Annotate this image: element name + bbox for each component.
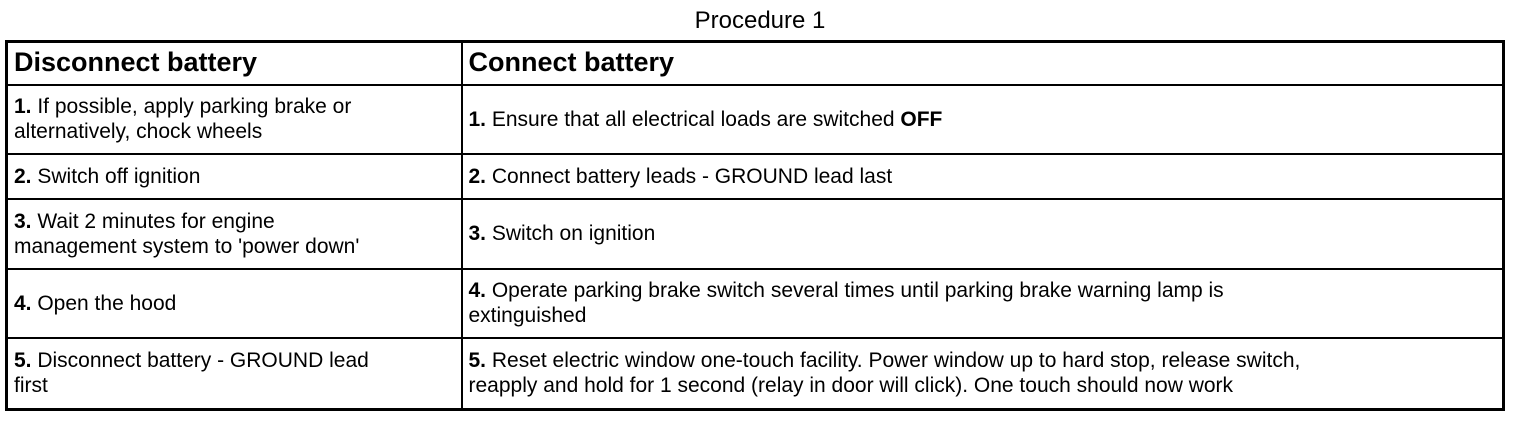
step-text: If possible, apply parking brake or alte… <box>14 95 352 143</box>
step-cell-disconnect-5: 5. Disconnect battery - GROUND lead firs… <box>5 336 463 411</box>
step-text-bold: OFF <box>900 107 943 131</box>
step-number: 2. <box>468 164 487 188</box>
step-text: Switch off ignition <box>31 164 201 188</box>
step-text: Open the hood <box>31 291 177 315</box>
table-row: 1. If possible, apply parking brake or a… <box>5 83 1505 155</box>
column-header-disconnect-battery: Disconnect battery <box>5 40 463 86</box>
step-cell-disconnect-1: 1. If possible, apply parking brake or a… <box>5 83 463 155</box>
step-text: Connect battery leads - GROUND lead last <box>486 164 893 188</box>
step-cell-disconnect-2: 2. Switch off ignition <box>5 152 463 200</box>
table-row: 5. Disconnect battery - GROUND lead firs… <box>5 336 1505 411</box>
step-text: Ensure that all electrical loads are swi… <box>486 107 901 131</box>
step-number: 1. <box>14 95 32 118</box>
step-text: Reset electric window one-touch facility… <box>468 349 1301 398</box>
step-number: 5. <box>14 349 32 373</box>
step-text: Operate parking brake switch several tim… <box>468 279 1224 327</box>
column-header-connect-battery: Connect battery <box>460 40 1505 86</box>
table-row: 2. Switch off ignition 2. Connect batter… <box>5 152 1505 200</box>
step-text: Wait 2 minutes for engine management sys… <box>14 209 360 258</box>
step-cell-connect-4: 4. Operate parking brake switch several … <box>460 267 1505 339</box>
step-number: 3. <box>14 209 32 233</box>
table-header-row: Disconnect battery Connect battery <box>5 40 1505 86</box>
page-title: Procedure 1 <box>694 7 826 34</box>
step-text: Disconnect battery - GROUND lead first <box>14 349 369 398</box>
step-number: 3. <box>468 222 487 245</box>
step-number: 4. <box>468 279 487 302</box>
table-row: 3. Wait 2 minutes for engine management … <box>5 197 1505 270</box>
step-cell-connect-3: 3. Switch on ignition <box>460 197 1505 270</box>
step-cell-disconnect-3: 3. Wait 2 minutes for engine management … <box>5 197 463 270</box>
step-number: 2. <box>14 164 32 188</box>
step-number: 5. <box>468 349 487 373</box>
step-number: 1. <box>468 107 487 131</box>
procedure-table: Disconnect battery Connect battery 1. If… <box>5 40 1505 411</box>
step-text: Switch on ignition <box>486 222 656 245</box>
table-row: 4. Open the hood 4. Operate parking brak… <box>5 267 1505 339</box>
step-cell-connect-2: 2. Connect battery leads - GROUND lead l… <box>460 152 1505 200</box>
step-cell-connect-5: 5. Reset electric window one-touch facil… <box>460 336 1505 411</box>
step-cell-disconnect-4: 4. Open the hood <box>5 267 463 339</box>
step-cell-connect-1: 1. Ensure that all electrical loads are … <box>460 83 1505 155</box>
step-number: 4. <box>14 291 32 315</box>
